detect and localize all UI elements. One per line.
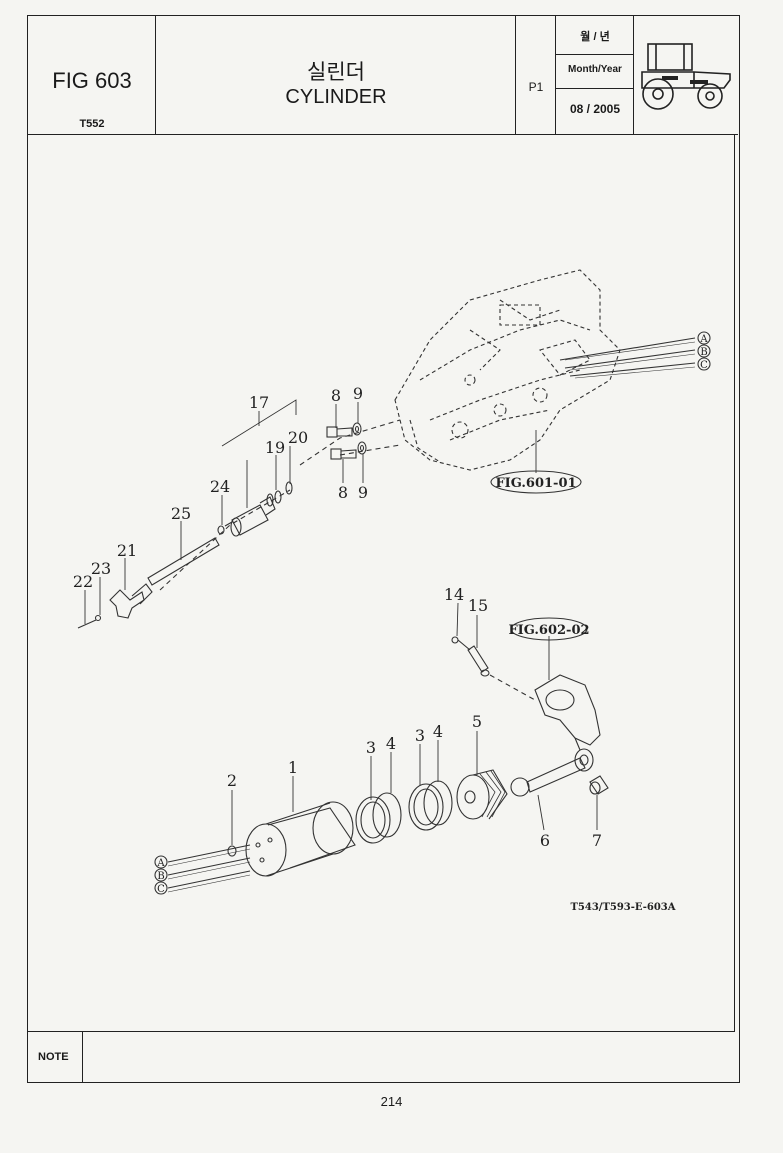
ref-fig-601: FIG.601-01 — [495, 476, 576, 491]
date-divider — [556, 88, 634, 89]
part-label: 17 — [249, 393, 269, 412]
part-label: 7 — [592, 831, 602, 850]
part-label: 3 — [366, 738, 376, 757]
part-label: 21 — [117, 541, 137, 560]
leader-lines — [84, 399, 598, 845]
fig-cell: FIG 603 T552 — [28, 16, 156, 134]
title-block: FIG 603 T552 실린더 CYLINDER P1 월 / 년 Month… — [28, 16, 738, 135]
part-label: 20 — [288, 428, 308, 447]
part-label: 25 — [171, 504, 191, 523]
note-label-cell: NOTE — [28, 1032, 83, 1083]
washer-part-9 — [352, 422, 367, 455]
part-label: 2 — [227, 771, 237, 790]
transmission-housing — [394, 269, 621, 471]
connector-a-left: A — [156, 858, 165, 869]
part-label: 4 — [386, 734, 396, 753]
shaft-part-25 — [147, 537, 220, 586]
connector-b-right: B — [700, 347, 707, 358]
part-label: 15 — [468, 596, 488, 615]
washer-part-23 — [94, 614, 102, 622]
part-label: 4 — [433, 722, 443, 741]
piston-part-5 — [456, 769, 508, 820]
ref-oval-fig-602 — [510, 617, 588, 641]
part-label: 24 — [210, 477, 230, 496]
connector-c-right: C — [700, 360, 708, 371]
connecting-rod-part-6 — [510, 748, 594, 797]
part-label: 19 — [265, 438, 285, 457]
part-label: 14 — [444, 585, 464, 604]
page-cell: P1 — [516, 16, 556, 134]
part-label: 1 — [288, 758, 298, 777]
title-korean: 실린더 — [307, 61, 365, 84]
note-label: NOTE — [38, 1051, 69, 1063]
note-row: NOTE — [28, 1031, 735, 1083]
part-label: 8 — [338, 483, 348, 502]
ref-fig-602: FIG.602-02 — [508, 623, 589, 638]
part-label: 8 — [331, 386, 341, 405]
page-label: P1 — [528, 80, 544, 94]
lift-arm-housing — [489, 674, 601, 751]
fig-label: FIG 603 — [52, 68, 132, 93]
parts-sheet: FIG 603 T552 실린더 CYLINDER P1 월 / 년 Month… — [27, 15, 740, 1083]
title-cell: 실린더 CYLINDER — [156, 16, 516, 134]
bolt-part-8 — [326, 426, 357, 460]
diagram-area — [28, 134, 735, 1031]
thumbnail-cell — [634, 16, 738, 134]
part-label: 9 — [353, 384, 363, 403]
piston-ring-part-3 — [355, 783, 444, 844]
page-number: 214 — [380, 1094, 403, 1109]
connector-b-left: B — [157, 871, 164, 882]
ref-oval-fig-601 — [490, 470, 582, 494]
drawing-code: T543/T593-E-603A — [570, 902, 675, 913]
part-label: 3 — [415, 726, 425, 745]
connector-c-left: C — [157, 884, 165, 895]
part-label: 5 — [472, 712, 482, 731]
part-label: 9 — [358, 483, 368, 502]
cylinder-part-1 — [245, 801, 356, 877]
handle-part-21 — [109, 583, 153, 619]
part-label: 6 — [540, 831, 550, 850]
pin-part-7 — [589, 775, 609, 795]
part-label: 23 — [91, 559, 111, 578]
title-english: CYLINDER — [285, 86, 387, 108]
date-divider — [556, 54, 634, 55]
o-ring-part-2 — [227, 845, 237, 857]
tractor-icon — [641, 43, 731, 110]
date-label-english: Month/Year — [568, 64, 622, 75]
part-label: 22 — [73, 572, 93, 591]
pin-part-22 — [77, 619, 97, 629]
model-label: T552 — [79, 118, 105, 130]
pin-part-14-15 — [451, 636, 490, 677]
date-cell: 월 / 년 Month/Year 08 / 2005 — [556, 16, 634, 134]
date-label-korean: 월 / 년 — [580, 31, 610, 43]
date-value: 08 / 2005 — [569, 102, 621, 116]
connector-a-right: A — [699, 334, 708, 345]
seal-part-4 — [372, 780, 453, 838]
valve-assembly-part-17 — [217, 481, 293, 537]
